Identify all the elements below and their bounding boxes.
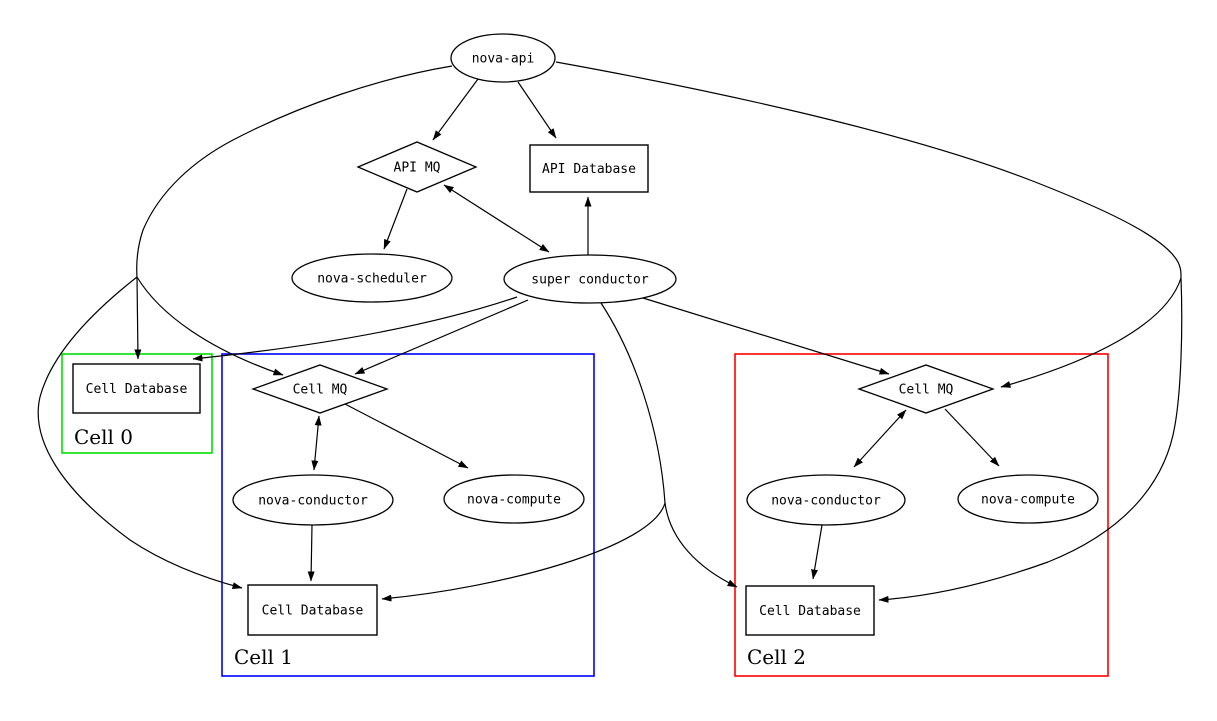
- edge-cell2-conductor-to-cell2-database: [811, 524, 823, 580]
- edge-down-bundle-to-cell1-database: [381, 502, 666, 602]
- cluster-cell2-border: [734, 353, 1109, 677]
- node-cell2-conductor: nova-conductor: [746, 474, 906, 526]
- cell2-compute-label: nova-compute: [981, 493, 1075, 508]
- edge-left-bundle-to-cell1-database: [37, 276, 243, 589]
- cell2-mq-shape: [857, 364, 995, 414]
- edge-nova-api-to-left-bundle: [136, 65, 453, 278]
- edge-cell1-mq-to-cell1-conductor: [311, 415, 322, 471]
- nova-scheduler-shape: [291, 253, 453, 303]
- node-api-mq: API MQ: [356, 141, 478, 193]
- edge-super-conductor-to-cell0-database: [192, 296, 518, 362]
- edge-left-bundle-to-cell1-mq: [136, 276, 284, 376]
- edge-right-bundle-to-cell2-mq: [1000, 277, 1182, 388]
- edge-api-mq-to-nova-scheduler: [383, 188, 408, 250]
- node-cell1-compute: nova-compute: [443, 474, 585, 524]
- cell1-conductor-label: nova-conductor: [258, 494, 368, 509]
- cell1-database-shape: [247, 584, 378, 636]
- edge-api-mq-to-super-conductor: [443, 184, 550, 253]
- cell1-compute-label: nova-compute: [467, 493, 561, 508]
- node-cell0-database: Cell Database: [72, 363, 201, 414]
- cluster-cell0-label: Cell 0: [74, 425, 133, 449]
- node-cell1-conductor: nova-conductor: [232, 474, 394, 526]
- cluster-cell1-label: Cell 1: [234, 645, 293, 669]
- cell1-database-label: Cell Database: [262, 604, 364, 619]
- edge-cell1-conductor-to-cell1-database: [307, 524, 315, 582]
- edge-super-conductor-to-cell1-mq: [354, 299, 529, 375]
- cell1-mq-shape: [251, 364, 389, 414]
- cell2-database-shape: [745, 585, 875, 636]
- cell2-compute-shape: [957, 474, 1099, 524]
- node-cell2-mq: Cell MQ: [857, 364, 995, 414]
- edge-cell1-mq-to-cell1-compute: [344, 403, 469, 469]
- cluster-cell2: Cell 2: [734, 353, 1109, 677]
- cell0-database-label: Cell Database: [86, 382, 188, 397]
- node-nova-api: nova-api: [450, 33, 556, 83]
- api-database-shape: [529, 144, 649, 193]
- cluster-cell1-border: [221, 353, 595, 677]
- edge-cell2-mq-to-cell2-compute: [944, 408, 1000, 467]
- edge-layer: [37, 61, 1183, 603]
- cell1-compute-shape: [443, 474, 585, 524]
- node-cell2-compute: nova-compute: [957, 474, 1099, 524]
- nova-api-label: nova-api: [472, 52, 535, 67]
- cluster-cell2-label: Cell 2: [747, 645, 806, 669]
- edge-cell2-mq-to-cell2-conductor: [853, 409, 907, 468]
- node-api-database: API Database: [529, 144, 649, 193]
- nova-scheduler-label: nova-scheduler: [317, 272, 427, 287]
- node-super-conductor: super conductor: [503, 254, 677, 304]
- cell2-conductor-label: nova-conductor: [771, 494, 881, 509]
- super-conductor-shape: [503, 254, 677, 304]
- node-cell1-mq: Cell MQ: [251, 364, 389, 414]
- edge-down-bundle-to-cell2-database: [664, 502, 738, 588]
- api-mq-label: API MQ: [394, 161, 441, 176]
- api-database-label: API Database: [542, 162, 636, 177]
- super-conductor-label: super conductor: [531, 273, 649, 288]
- cell2-mq-label: Cell MQ: [899, 383, 954, 398]
- edge-super-conductor-to-cell2-mq: [642, 297, 890, 375]
- edge-super-conductor-to-down-bundle: [600, 302, 666, 504]
- cell1-mq-label: Cell MQ: [293, 383, 348, 398]
- node-nova-scheduler: nova-scheduler: [291, 253, 453, 303]
- cluster-cell1: Cell 1: [221, 353, 595, 677]
- cell2-database-label: Cell Database: [759, 604, 861, 619]
- cell0-database-shape: [72, 363, 201, 414]
- cluster-layer: Cell 0 Cell 1 Cell 2: [61, 353, 1109, 677]
- node-cell1-database: Cell Database: [247, 584, 378, 636]
- cell1-conductor-shape: [232, 474, 394, 526]
- edge-nova-api-to-api-mq: [432, 78, 479, 141]
- edge-right-bundle-to-cell2-database: [878, 277, 1183, 603]
- edge-nova-api-to-api-database: [517, 81, 557, 139]
- cell2-conductor-shape: [746, 474, 906, 526]
- api-mq-shape: [356, 141, 478, 193]
- edge-nova-api-to-right-bundle: [555, 61, 1182, 279]
- nova-api-shape: [450, 33, 556, 83]
- edge-left-bundle-to-cell0-database: [134, 276, 142, 360]
- node-cell2-database: Cell Database: [745, 585, 875, 636]
